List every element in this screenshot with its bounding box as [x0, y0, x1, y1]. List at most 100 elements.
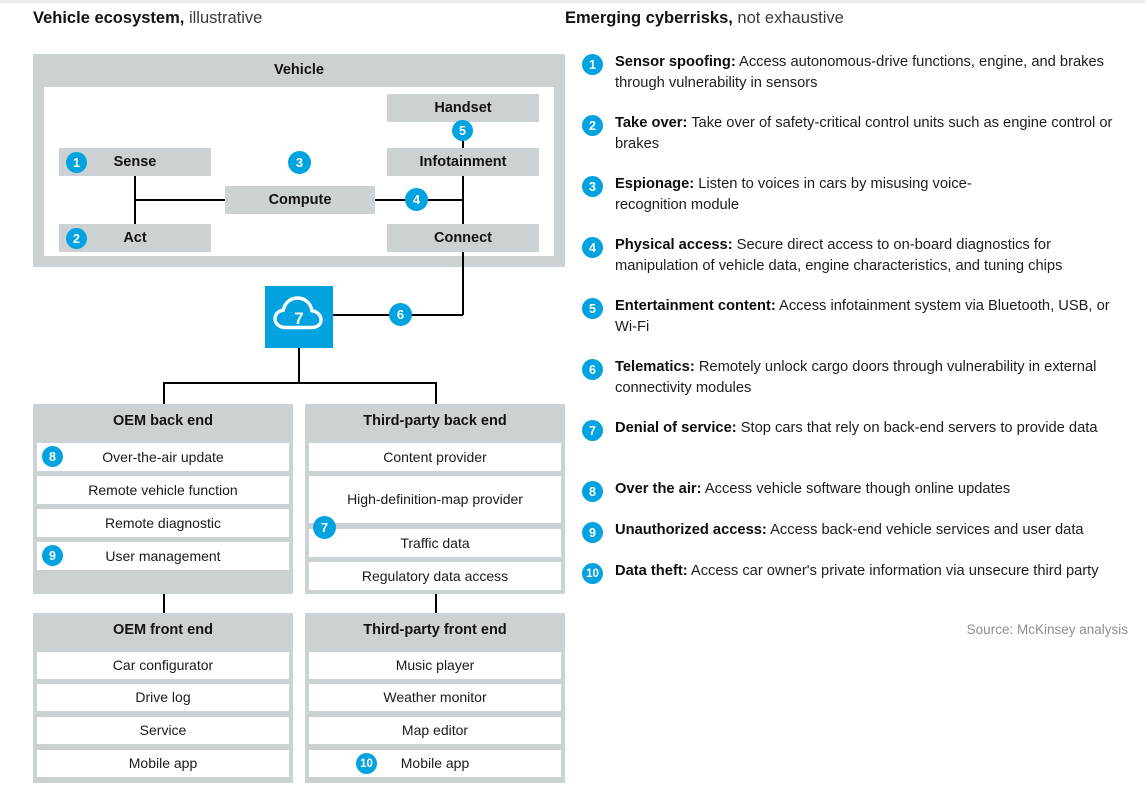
risk-text: Physical access: Secure direct access to…	[615, 235, 1128, 276]
risk-text: Espionage: Listen to voices in cars by m…	[615, 174, 1035, 215]
backend-bus-connector	[163, 382, 436, 384]
risk-text: Denial of service: Stop cars that rely o…	[615, 418, 1115, 439]
badge-over-the-air-8[interactable]: 8	[42, 446, 63, 467]
source-note: Source: McKinsey analysis	[966, 622, 1128, 637]
row-mobile-app-thirdparty[interactable]: Mobile app	[309, 750, 561, 777]
risk-badge: 10	[582, 563, 603, 584]
risk-desc: Access car owner's private information v…	[687, 563, 1099, 579]
risk-desc: Secure direct access to on-board diagnos…	[615, 237, 1063, 274]
risk-desc: Stop cars that rely on back-end servers …	[736, 420, 1098, 436]
risk-item-10[interactable]: 10 Data theft: Access car owner's privat…	[582, 561, 1128, 584]
node-infotainment-label: Infotainment	[419, 154, 507, 170]
risk-term: Over the air:	[615, 481, 702, 497]
node-compute-label: Compute	[268, 192, 332, 208]
risk-desc: Take over of safety-critical control uni…	[615, 115, 1113, 152]
risk-badge: 7	[582, 420, 603, 441]
risk-item-2[interactable]: 2 Take over: Take over of safety-critica…	[582, 113, 1128, 154]
risk-badge: 2	[582, 115, 603, 136]
risk-item-3[interactable]: 3 Espionage: Listen to voices in cars by…	[582, 174, 1128, 215]
risk-item-5[interactable]: 5 Entertainment content: Access infotain…	[582, 296, 1128, 337]
badge-physical-access-4[interactable]: 4	[405, 188, 428, 211]
row-label: Mobile app	[400, 755, 470, 771]
risk-text: Take over: Take over of safety-critical …	[615, 113, 1128, 154]
row-label: Weather monitor	[383, 689, 487, 705]
row-label: High-definition-map provider	[347, 491, 523, 507]
risk-term: Telematics:	[615, 359, 695, 375]
risk-badge: 6	[582, 359, 603, 380]
node-connect[interactable]: Connect	[387, 224, 539, 252]
risk-item-4[interactable]: 4 Physical access: Secure direct access …	[582, 235, 1128, 276]
row-service[interactable]: Service	[37, 717, 289, 744]
cloud-icon	[273, 296, 323, 330]
cloud-node[interactable]: 7	[265, 286, 333, 348]
row-over-the-air-update[interactable]: Over-the-air update	[37, 443, 289, 471]
row-music-player[interactable]: Music player	[309, 652, 561, 679]
row-label: Traffic data	[400, 534, 470, 551]
node-handset[interactable]: Handset	[387, 94, 539, 122]
badge-handset-5[interactable]: 5	[452, 120, 473, 141]
badge-sense-1[interactable]: 1	[66, 152, 87, 173]
node-handset-label: Handset	[434, 100, 492, 116]
risk-badge: 1	[582, 54, 603, 75]
node-sense-label: Sense	[113, 154, 157, 170]
risk-desc: Access infotainment system via Bluetooth…	[615, 298, 1110, 335]
risk-desc: Listen to voices in cars by misusing voi…	[615, 176, 972, 213]
risk-desc: Access back-end vehicle services and use…	[766, 522, 1084, 538]
thirdparty-backfront-connector	[435, 594, 437, 613]
badge-telematics-6[interactable]: 6	[389, 303, 412, 326]
vehicle-ecosystem-panel: Vehicle ecosystem, illustrative Vehicle …	[0, 0, 565, 795]
node-infotainment[interactable]: Infotainment	[387, 148, 539, 176]
risk-item-6[interactable]: 6 Telematics: Remotely unlock cargo door…	[582, 357, 1128, 398]
connect-down-connector	[462, 252, 464, 315]
risk-text: Data theft: Access car owner's private i…	[615, 561, 1115, 582]
row-label: Content provider	[383, 448, 487, 465]
risk-text: Sensor spoofing: Access autonomous-drive…	[615, 52, 1128, 93]
oem-backfront-connector	[163, 594, 165, 613]
row-label: Regulatory data access	[361, 567, 509, 584]
row-remote-diagnostic[interactable]: Remote diagnostic	[37, 509, 289, 537]
risk-text: Telematics: Remotely unlock cargo doors …	[615, 357, 1128, 398]
node-compute[interactable]: Compute	[225, 186, 375, 214]
cloud-badge-7: 7	[294, 309, 304, 328]
oem-backend-drop	[163, 382, 165, 404]
badge-act-2[interactable]: 2	[66, 228, 87, 249]
badge-compute-3[interactable]: 3	[288, 151, 311, 174]
emerging-cyberrisks-panel: Emerging cyberrisks, not exhaustive 1 Se…	[565, 0, 1145, 795]
row-user-management[interactable]: User management	[37, 542, 289, 570]
row-label: Music player	[395, 657, 475, 673]
row-label: Service	[139, 722, 187, 738]
risk-item-9[interactable]: 9 Unauthorized access: Access back-end v…	[582, 520, 1128, 543]
risk-item-7[interactable]: 7 Denial of service: Stop cars that rely…	[582, 418, 1128, 441]
risk-badge: 3	[582, 176, 603, 197]
risk-desc: Access vehicle software though online up…	[701, 481, 1011, 497]
row-label: Map editor	[401, 722, 469, 738]
row-content-provider[interactable]: Content provider	[309, 443, 561, 471]
risk-term: Physical access:	[615, 237, 733, 253]
thirdparty-backend-drop	[435, 382, 437, 404]
left-title-bold: Vehicle ecosystem,	[33, 9, 185, 27]
risk-item-1[interactable]: 1 Sensor spoofing: Access autonomous-dri…	[582, 52, 1128, 93]
row-weather-monitor[interactable]: Weather monitor	[309, 684, 561, 711]
row-traffic-data[interactable]: Traffic data	[309, 529, 561, 557]
senseact-compute-connector	[134, 199, 226, 201]
left-panel-title: Vehicle ecosystem, illustrative	[33, 8, 262, 28]
left-title-rest: illustrative	[184, 9, 263, 27]
cloud-down-connector	[298, 348, 300, 383]
row-remote-vehicle-function[interactable]: Remote vehicle function	[37, 476, 289, 504]
vehicle-group-header: Vehicle	[274, 62, 324, 78]
risk-term: Espionage:	[615, 176, 695, 192]
badge-denial-of-service-7[interactable]: 7	[313, 516, 336, 539]
badge-data-theft-10[interactable]: 10	[356, 753, 377, 774]
row-high-definition-map-provider[interactable]: High-definition-map provider	[309, 476, 561, 523]
row-label: Remote vehicle function	[88, 481, 238, 498]
risk-term: Unauthorized access:	[615, 522, 767, 538]
row-drive-log[interactable]: Drive log	[37, 684, 289, 711]
row-car-configurator[interactable]: Car configurator	[37, 652, 289, 679]
risk-item-8[interactable]: 8 Over the air: Access vehicle software …	[582, 479, 1128, 502]
row-regulatory-data-access[interactable]: Regulatory data access	[309, 562, 561, 590]
group-oem-front-end-header: OEM front end	[113, 622, 213, 638]
row-label: Mobile app	[128, 755, 198, 771]
row-map-editor[interactable]: Map editor	[309, 717, 561, 744]
row-mobile-app-oem[interactable]: Mobile app	[37, 750, 289, 777]
badge-unauthorized-access-9[interactable]: 9	[42, 545, 63, 566]
